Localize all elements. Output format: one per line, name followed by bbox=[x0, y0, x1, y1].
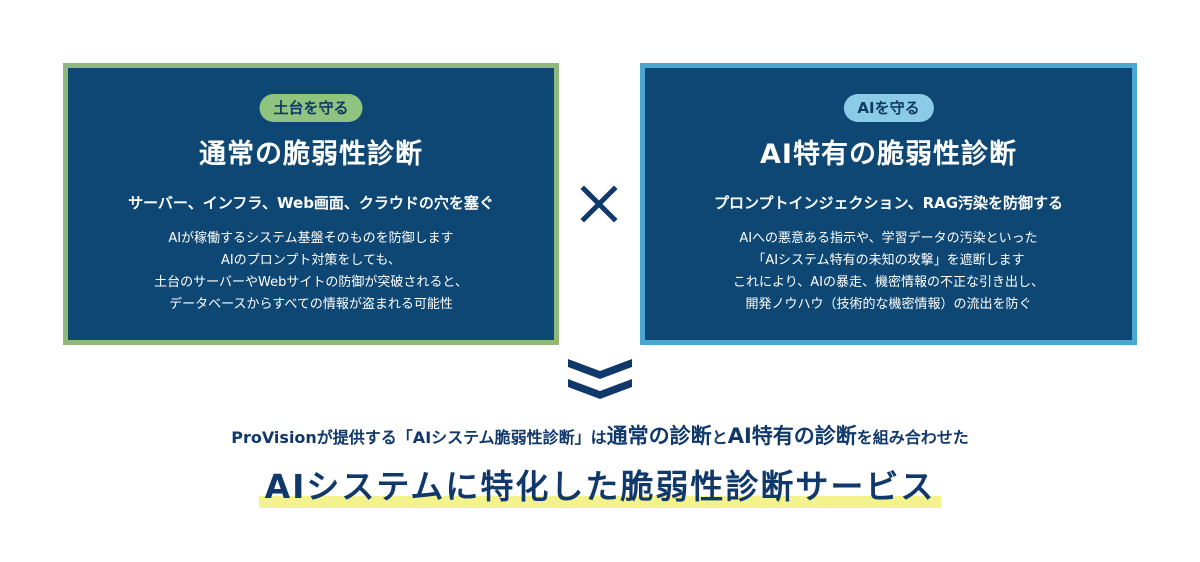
tagline-part: を組み合わせた bbox=[856, 428, 969, 447]
body-line: AIのプロンプト対策をしても、 bbox=[221, 253, 401, 268]
card-ai-assessment: AIを守る AI特有の脆弱性診断 プロンプトインジェクション、RAG汚染を防御す… bbox=[640, 63, 1137, 345]
headline: AIシステムに特化した脆弱性診断サービス bbox=[258, 460, 942, 508]
times-icon bbox=[580, 185, 618, 223]
card-subtitle: プロンプトインジェクション、RAG汚染を防御する bbox=[713, 194, 1064, 212]
body-line: AIへの悪意ある指示や、学習データの汚染といった bbox=[739, 231, 1038, 246]
body-line: 「AIシステム特有の未知の攻撃」を遮断します bbox=[752, 253, 1025, 268]
badge-foundation: 土台を守る bbox=[259, 94, 363, 122]
tagline-emphasis: 通常の診断 bbox=[606, 424, 712, 448]
card-body: AIが稼働するシステム基盤そのものを防御します AIのプロンプト対策をしても、 … bbox=[68, 228, 554, 316]
badge-ai: AIを守る bbox=[843, 94, 934, 122]
headline-container: AIシステムに特化した脆弱性診断サービス bbox=[0, 460, 1200, 508]
body-line: これにより、AIの暴走、機密情報の不正な引き出し、 bbox=[733, 275, 1044, 290]
card-body: AIへの悪意ある指示や、学習データの汚染といった 「AIシステム特有の未知の攻撃… bbox=[645, 228, 1132, 316]
body-line: 開発ノウハウ（技術的な機密情報）の流出を防ぐ bbox=[745, 297, 1032, 312]
card-standard-assessment: 土台を守る 通常の脆弱性診断 サーバー、インフラ、Web画面、クラウドの穴を塞ぐ… bbox=[63, 63, 559, 345]
card-title: 通常の脆弱性診断 bbox=[199, 139, 423, 170]
headline-text: AIシステムに特化した脆弱性診断サービス bbox=[264, 467, 936, 506]
card-title: AI特有の脆弱性診断 bbox=[760, 139, 1017, 170]
body-line: 土台のサーバーやWebサイトの防御が突破されると、 bbox=[154, 275, 468, 290]
body-line: データベースからすべての情報が盗まれる可能性 bbox=[169, 297, 453, 312]
double-chevron-down-icon bbox=[568, 359, 632, 399]
tagline-emphasis: AI特有の診断 bbox=[727, 424, 857, 448]
tagline: ProVisionが提供する「AIシステム脆弱性診断」は通常の診断とAI特有の診… bbox=[0, 420, 1200, 450]
body-line: AIが稼働するシステム基盤そのものを防御します bbox=[168, 231, 454, 246]
tagline-part: ProVisionが提供する「AIシステム脆弱性診断」は bbox=[231, 428, 607, 447]
card-subtitle: サーバー、インフラ、Web画面、クラウドの穴を塞ぐ bbox=[128, 194, 494, 212]
tagline-part: と bbox=[711, 428, 728, 447]
headline-highlight bbox=[258, 496, 942, 508]
